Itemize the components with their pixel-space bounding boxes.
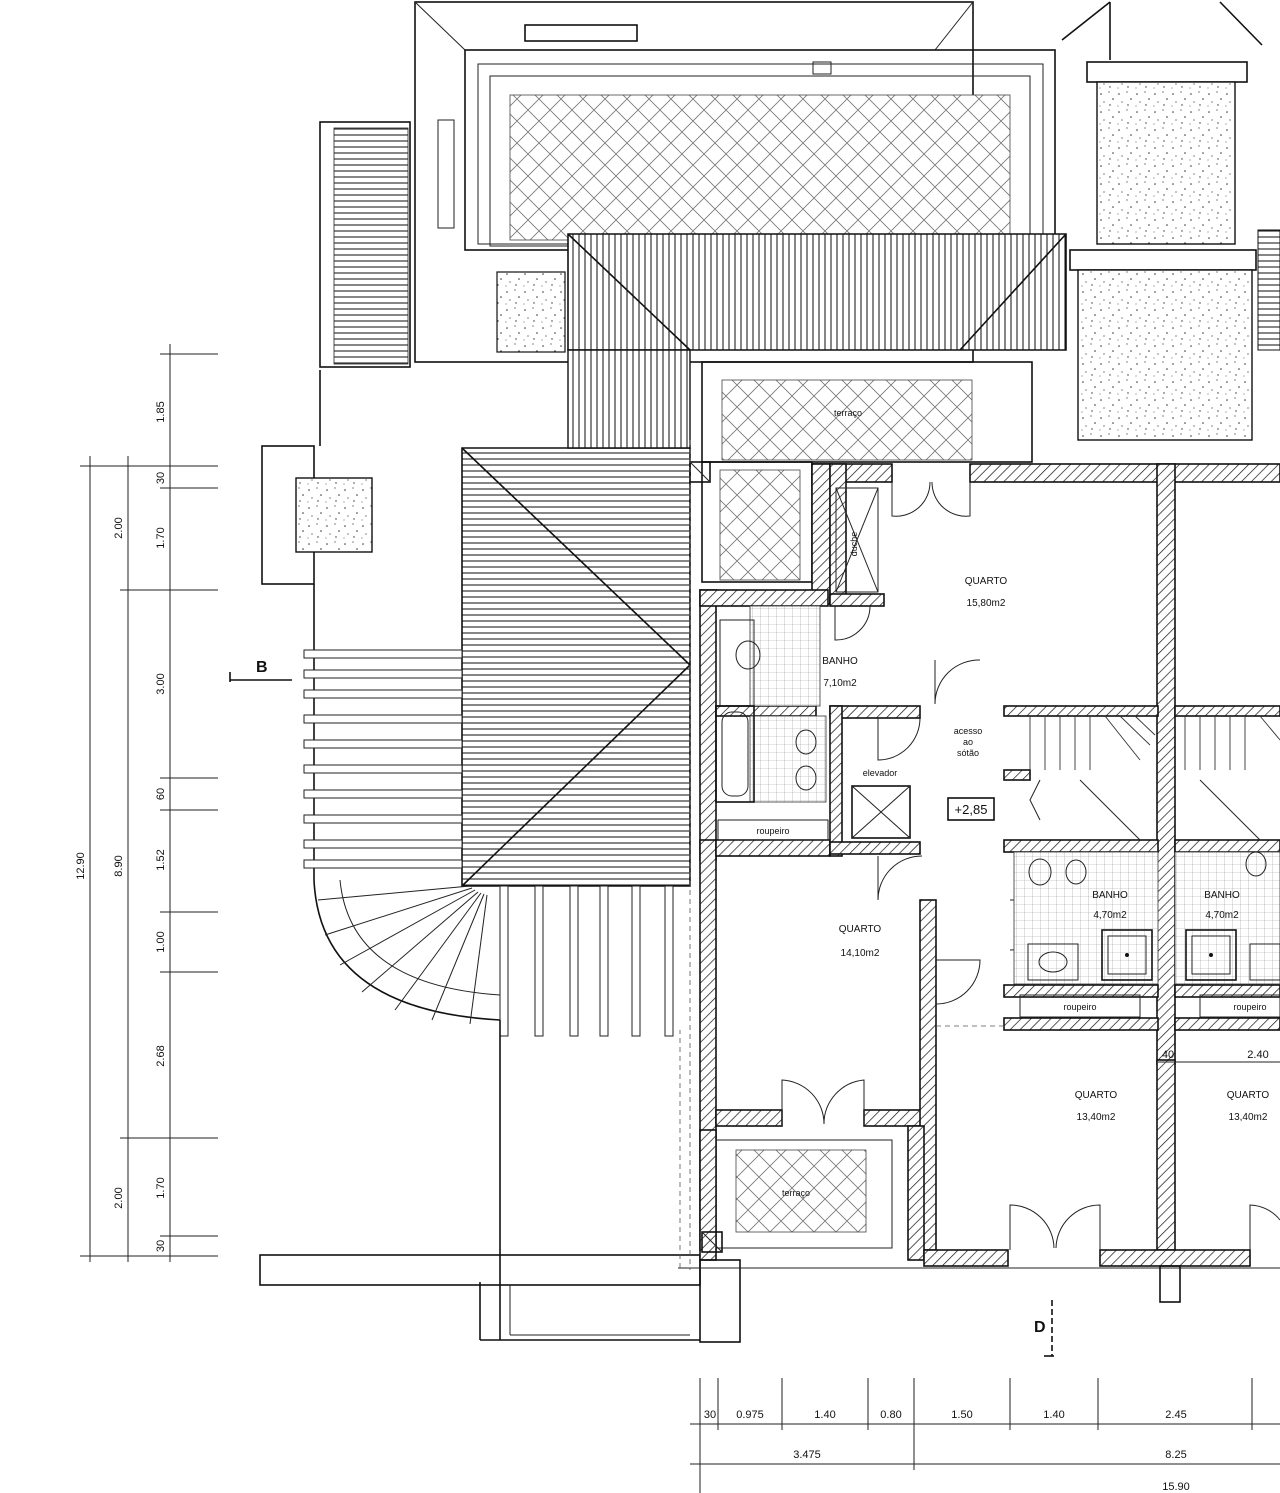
terrace-bottom-label: terraço xyxy=(782,1188,810,1198)
dim-b-30: 30 xyxy=(704,1409,716,1421)
dim-2-00-bottom: 2.00 xyxy=(113,1187,125,1208)
pergola-and-spiral-stair xyxy=(259,370,701,1341)
duche-label: duche xyxy=(849,532,859,557)
dim-12-90: 12.90 xyxy=(75,852,87,880)
left-dimension-labels: 12.90 8.90 2.00 2.00 1.85 30 1.70 3.00 6… xyxy=(75,401,167,1252)
dim-b-8-25: 8.25 xyxy=(1165,1449,1186,1461)
dim-1-52: 1.52 xyxy=(155,849,167,870)
bathroom-main-fixtures: BANHO 7,10m2 xyxy=(715,605,858,803)
duche-and-roupeiros: duche roupeiro roupeiro roupeiro xyxy=(717,487,1280,1018)
section-marker-b: B xyxy=(229,659,292,682)
room-quarto-mid-name: QUARTO xyxy=(839,924,882,935)
dim-b-2-45: 2.45 xyxy=(1165,1409,1186,1421)
bottom-dimension-lines xyxy=(690,1378,1280,1493)
neighbour-block xyxy=(1061,1,1280,441)
dim-b-0-975: 0.975 xyxy=(736,1409,764,1421)
dim-b-15-90: 15.90 xyxy=(1162,1481,1190,1493)
dim-60: 60 xyxy=(155,788,167,800)
room-labels: QUARTO 15,80m2 acesso ao sótão +2,85 QUA… xyxy=(839,576,1270,1123)
elevator: elevador xyxy=(851,768,911,839)
bath-a-name: BANHO xyxy=(1092,890,1128,901)
roupeiro-2-label: roupeiro xyxy=(1063,1002,1096,1012)
dim-1-85: 1.85 xyxy=(155,401,167,422)
section-marker-d: D xyxy=(1034,1300,1054,1357)
room-quarto-top-area: 15,80m2 xyxy=(967,598,1006,609)
dim-b-1-40a: 1.40 xyxy=(814,1409,835,1421)
top-terrace-structure xyxy=(414,1,1056,363)
dashed-guides xyxy=(679,440,1004,1270)
bath-a-area: 4,70m2 xyxy=(1093,910,1127,921)
dim-30-bottom: 30 xyxy=(155,1240,167,1252)
dim-30-top: 30 xyxy=(155,472,167,484)
doors xyxy=(781,481,1280,1250)
room-quarto-d-name: QUARTO xyxy=(1227,1090,1270,1101)
dim-1-70-bottom: 1.70 xyxy=(155,1177,167,1198)
dim-1-00: 1.00 xyxy=(155,931,167,952)
left-dimension-lines xyxy=(80,344,218,1262)
elevator-label: elevador xyxy=(863,768,898,778)
level-mark: +2,85 xyxy=(955,802,988,817)
room-quarto-d-area: 13,40m2 xyxy=(1229,1112,1268,1123)
terrace-top-label: terraço xyxy=(834,408,862,418)
dim-8-90: 8.90 xyxy=(113,855,125,876)
dim-1-70-top: 1.70 xyxy=(155,527,167,548)
stairs xyxy=(1029,715,1280,841)
dim-2-00-top: 2.00 xyxy=(113,517,125,538)
acesso-line3: sótão xyxy=(957,748,979,758)
bath-b-area: 4,70m2 xyxy=(1205,910,1239,921)
dim-r-2-40: 2.40 xyxy=(1247,1049,1268,1061)
dim-3-00: 3.00 xyxy=(155,673,167,694)
bath-main-area: 7,10m2 xyxy=(823,678,857,689)
dim-r-40: 40 xyxy=(1162,1049,1174,1061)
bath-main-name: BANHO xyxy=(822,656,858,667)
room-quarto-mid-area: 14,10m2 xyxy=(841,948,880,959)
acesso-line1: acesso xyxy=(954,726,983,736)
small-bathrooms: BANHO 4,70m2 BANHO 4,70m2 xyxy=(1013,851,1280,985)
bath-b-name: BANHO xyxy=(1204,890,1240,901)
section-d-letter: D xyxy=(1034,1319,1046,1336)
main-walls xyxy=(699,463,1280,1267)
terrace-top: terraço xyxy=(689,361,1033,583)
dim-b-1-50: 1.50 xyxy=(951,1409,972,1421)
terrace-bottom: terraço xyxy=(678,1139,1280,1343)
roupeiro-3-label: roupeiro xyxy=(1233,1002,1266,1012)
room-quarto-c-area: 13,40m2 xyxy=(1077,1112,1116,1123)
right-inner-dimension: 40 2.40 xyxy=(1158,1049,1280,1063)
section-b-letter: B xyxy=(256,659,268,676)
dim-b-0-80: 0.80 xyxy=(880,1409,901,1421)
acesso-line2: ao xyxy=(963,737,973,747)
roupeiro-1-label: roupeiro xyxy=(756,826,789,836)
dim-b-3-475: 3.475 xyxy=(793,1449,821,1461)
external-stair xyxy=(319,121,411,368)
bottom-dimension-labels: 30 0.975 1.40 0.80 1.50 1.40 2.45 3.475 … xyxy=(704,1409,1190,1493)
roof-left-hip xyxy=(461,349,691,887)
dim-b-1-40b: 1.40 xyxy=(1043,1409,1064,1421)
dim-2-68: 2.68 xyxy=(155,1045,167,1066)
room-quarto-top-name: QUARTO xyxy=(965,576,1008,587)
roof-top-hip xyxy=(567,233,1067,351)
room-quarto-c-name: QUARTO xyxy=(1075,1090,1118,1101)
